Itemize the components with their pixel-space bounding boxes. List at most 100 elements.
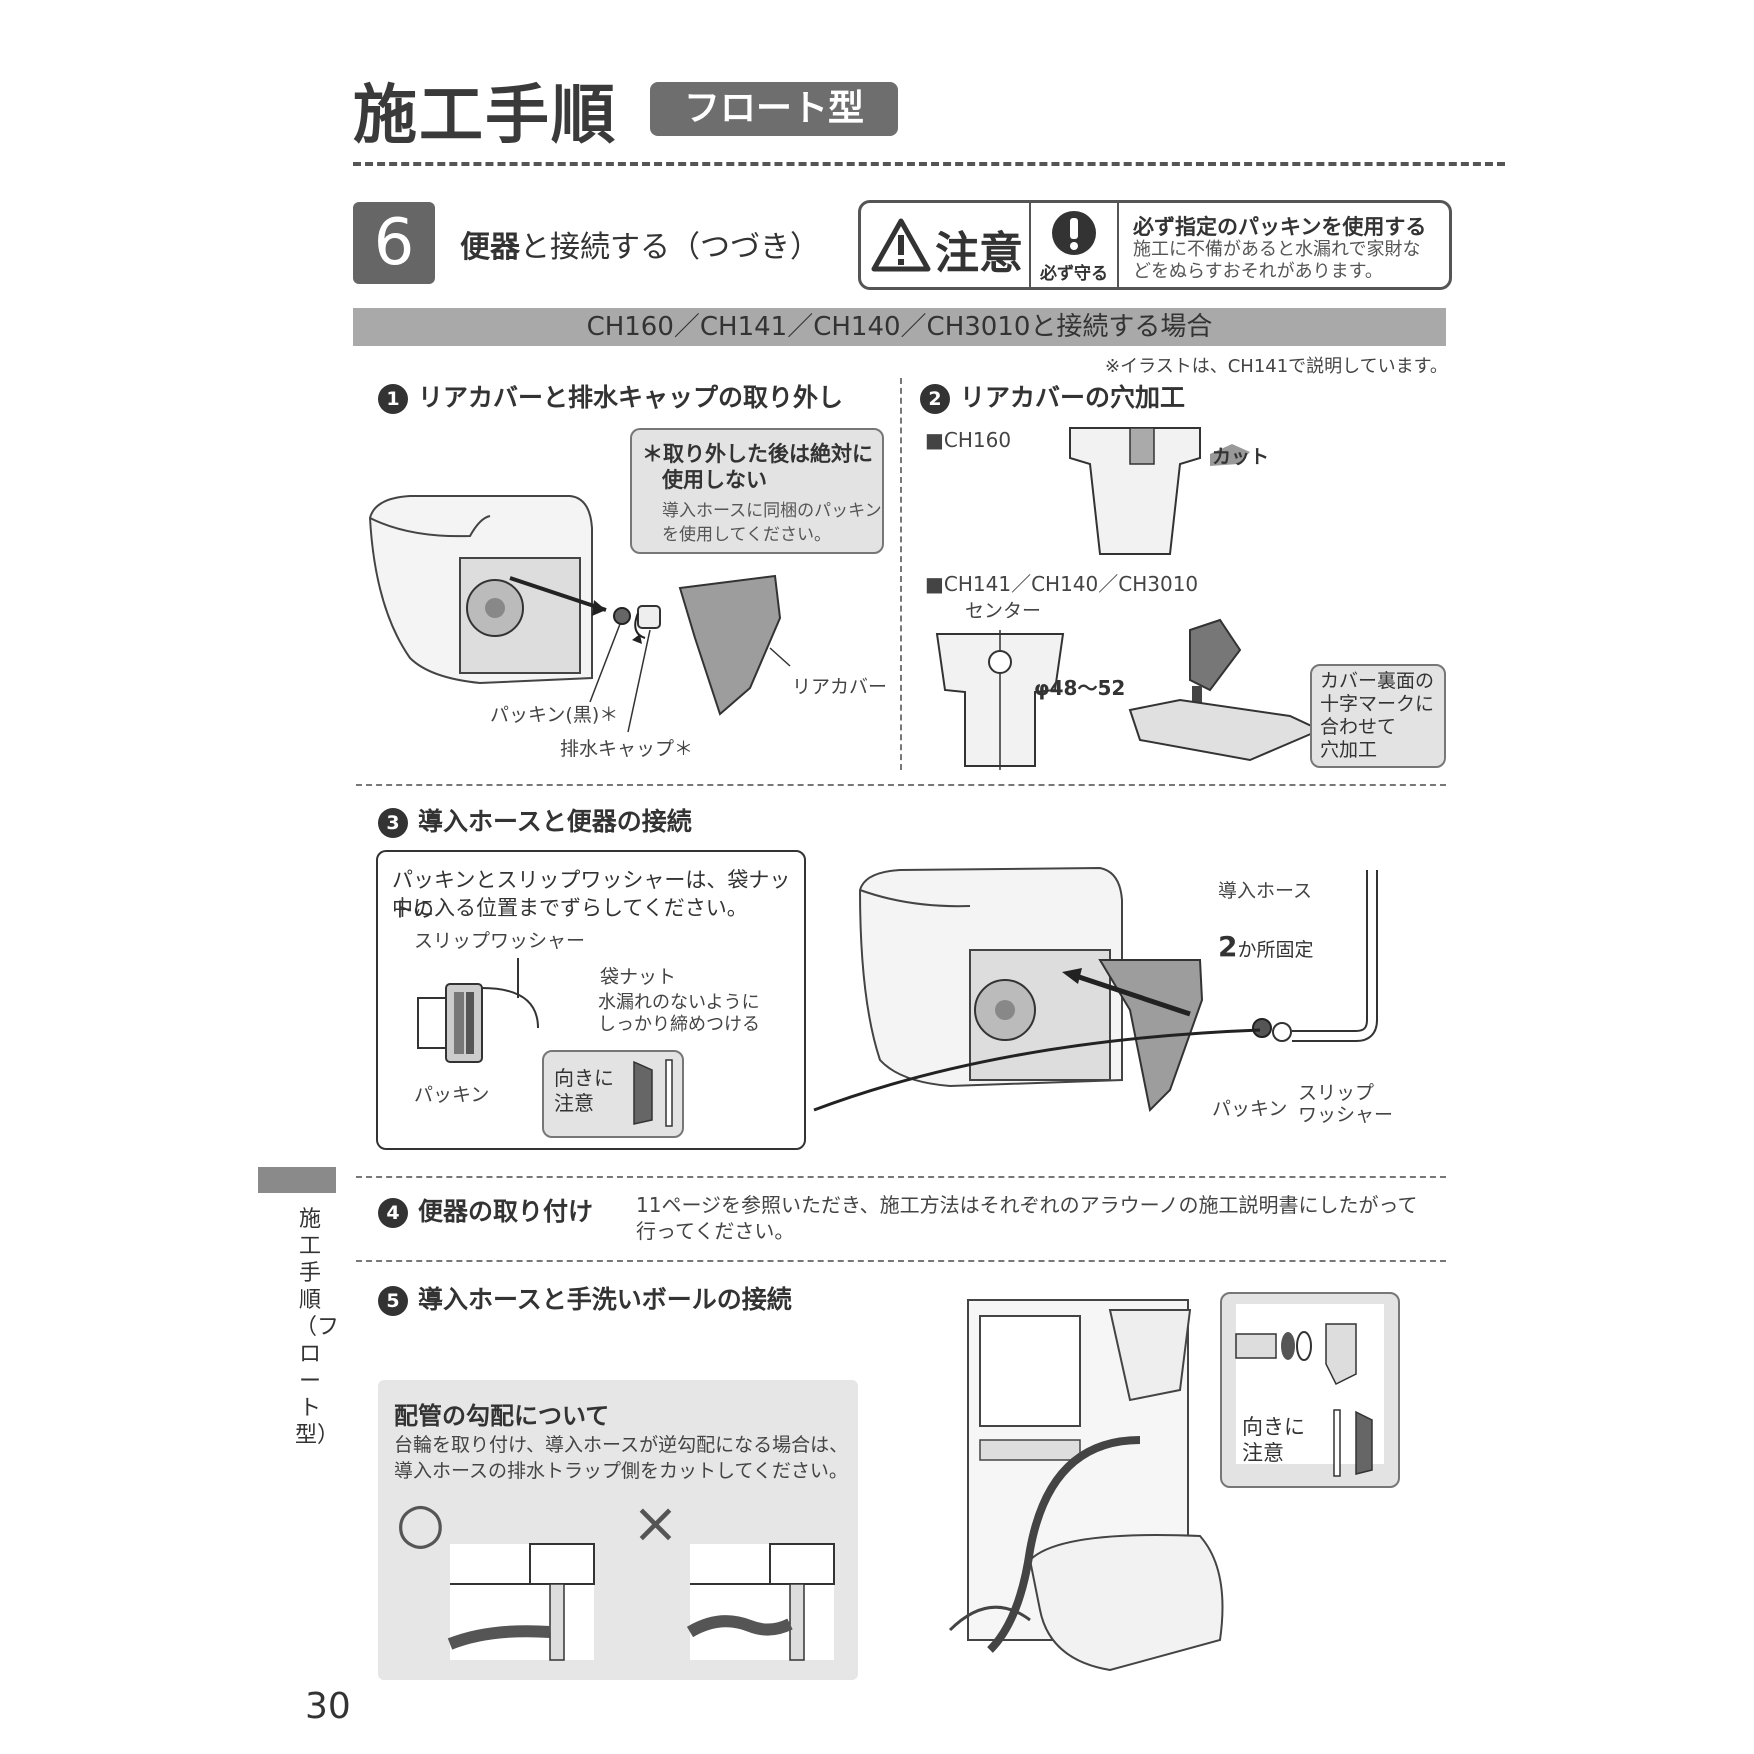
pipe-slope-title: 配管の勾配について (394, 1402, 610, 1430)
ng-mark: × (632, 1491, 679, 1556)
sub3-slip-2: ワッシャー (1298, 1104, 1394, 1126)
sub3-orient-1: 向きに (554, 1066, 614, 1090)
sub2-title: リアカバーの穴加工 (960, 383, 1186, 412)
divider-5 (356, 1260, 1446, 1262)
sub5-gasket-orientation-icon (1333, 1409, 1373, 1477)
incorrect-slope-illustration (686, 1543, 835, 1661)
sub3-two-fix-text: か所固定 (1237, 939, 1314, 961)
sub3-orient-callout: 向きに 注意 (542, 1050, 684, 1138)
step-number: 6 (353, 202, 435, 284)
sub2-model-b: ■CH141／CH140／CH3010 (925, 572, 1199, 596)
sub1-callout-body-2: を使用してください。 (662, 525, 831, 545)
header-rule (353, 162, 1505, 166)
sub1-label-cap: 排水キャップ＊ (560, 738, 694, 760)
sub5-orient-2: 注意 (1242, 1441, 1284, 1465)
sub3-box-text-2: 中に入る位置までずらしてください。 (392, 896, 748, 920)
sub1-title: リアカバーと排水キャップの取り外し (418, 383, 844, 412)
caution-label: 注意 (935, 228, 1023, 279)
must-label: 必ず守る (1040, 264, 1108, 284)
step-title-bold: 便器 (460, 230, 520, 265)
caution-label-cell: 注意 (861, 203, 1031, 287)
sub5-orient-1: 向きに (1242, 1415, 1305, 1439)
sub3-bag-nut: 袋ナット (600, 966, 677, 988)
toilet-hose-connection-illustration (813, 866, 1378, 1113)
page-number: 30 (305, 1686, 351, 1727)
sub1-label-gasket: パッキン(黒)＊ (490, 704, 619, 726)
sub3-slip-washer: スリップワッシャー (414, 930, 586, 952)
sub3-gasket: パッキン (414, 1084, 490, 1106)
sub2-center-label: センター (965, 600, 1042, 622)
caution-headline: 必ず指定のパッキンを使用する (1133, 215, 1427, 239)
sub3-number: 3 (378, 808, 408, 838)
sub4-heading: 4 便器の取り付け (378, 1192, 593, 1228)
illustration-note: ※イラストは、CH141で説明しています。 (1105, 356, 1448, 377)
sub3-hose-label: 導入ホース (1218, 880, 1313, 902)
type-badge: フロート型 (650, 82, 898, 136)
step-title-rest: と接続する（つづき） (520, 230, 820, 265)
step-title: 便器と接続する（つづき） (460, 222, 820, 266)
section-bar: CH160／CH141／CH140／CH3010と接続する場合 (353, 308, 1446, 346)
sub3-orient-2: 注意 (554, 1091, 594, 1115)
sub4-text-1: 11ページを参照いただき、施工方法はそれぞれのアラウーノの施工説明書にしたがって (636, 1193, 1418, 1217)
sub1-label-cover: リアカバー (792, 676, 888, 698)
sub3-two-fix-num: 2 (1218, 930, 1238, 963)
sub2-callout: カバー裏面の 十字マークに 合わせて 穴加工 (1310, 664, 1446, 768)
sub2-callout-2: 十字マークに (1320, 693, 1435, 715)
sub1-number: 1 (378, 384, 408, 414)
caution-body: 施工に不備があると水漏れで家財などをぬらすおそれがあります。 (1133, 239, 1421, 282)
page-title: 施工手順 (353, 79, 617, 153)
sub5-heading: 5 導入ホースと手洗いボールの接続 (378, 1280, 792, 1316)
sub3-tighten-2: しっかり締めつける (598, 1014, 760, 1035)
sub2-cut-label: カット (1212, 446, 1270, 468)
sub3-two-fix: 2か所固定 (1218, 930, 1314, 963)
sub2-callout-4: 穴加工 (1320, 739, 1378, 761)
sub1-callout-title-2: 使用しない (662, 468, 767, 492)
caution-box: 注意 必ず守る 必ず指定のパッキンを使用する 施工に不備があると水漏れで家財など… (858, 200, 1452, 290)
nut-cross-section-illustration (417, 958, 539, 1063)
pipe-slope-text-2: 導入ホースの排水トラップ側をカットしてください。 (394, 1460, 848, 1482)
sub4-text-2: 行ってください。 (636, 1219, 795, 1243)
sub2-model-a: ■CH160 (925, 428, 1012, 452)
sub1-callout-title-1: ＊取り外した後は絶対に (642, 442, 873, 466)
sub4-number: 4 (378, 1198, 408, 1228)
sub3-slip-right: スリップ ワッシャー (1298, 1082, 1393, 1126)
cabinet-washbasin-illustration (948, 1299, 1224, 1672)
sub3-gasket-right: パッキン (1212, 1098, 1288, 1120)
sub-divider (900, 378, 902, 770)
pipe-slope-panel: 配管の勾配について 台輪を取り付け、導入ホースが逆勾配になる場合は、 導入ホース… (378, 1380, 858, 1680)
sub4-text: 11ページを参照いただき、施工方法はそれぞれのアラウーノの施工説明書にしたがって… (636, 1192, 1417, 1244)
sub2-number: 2 (920, 384, 950, 414)
sub2-diameter: φ48～52 (1034, 676, 1126, 700)
drill-illustration (1128, 618, 1323, 762)
sub1-heading: 1 リアカバーと排水キャップの取り外し (378, 378, 843, 414)
rear-cover-hole-illustration (935, 630, 1065, 770)
gasket-orientation-icon (633, 1059, 673, 1127)
side-tab-text: 施工手順（フロート型） (295, 1207, 340, 1448)
sub3-detail-box: パッキンとスリップワッシャーは、袋ナットの 中に入る位置までずらしてください。 … (376, 850, 806, 1150)
sub4-title: 便器の取り付け (418, 1197, 594, 1226)
sub3-slip-1: スリップ (1298, 1082, 1375, 1104)
ok-mark: ○ (396, 1491, 445, 1556)
pipe-slope-text-1: 台輪を取り付け、導入ホースが逆勾配になる場合は、 (394, 1434, 849, 1456)
rear-cover-ch160-illustration (1069, 427, 1250, 555)
sub2-callout-3: 合わせて (1320, 716, 1397, 738)
toilet-rear-illustration (368, 495, 791, 733)
must-cell: 必ず守る (1031, 203, 1119, 287)
correct-slope-illustration (447, 1543, 595, 1661)
sub2-callout-1: カバー裏面の (1320, 670, 1435, 692)
sub5-title: 導入ホースと手洗いボールの接続 (418, 1285, 792, 1314)
sub3-heading: 3 導入ホースと便器の接続 (378, 802, 692, 838)
warning-triangle-icon (871, 218, 931, 272)
sub3-box-text-1: パッキンとスリップワッシャーは、袋ナットの (392, 868, 791, 922)
divider-3 (356, 784, 1446, 786)
sub3-tighten-1: 水漏れのないように (598, 992, 760, 1013)
exclamation-icon (1052, 211, 1096, 255)
divider-4 (356, 1176, 1446, 1178)
sub3-title: 導入ホースと便器の接続 (418, 807, 692, 836)
sub1-callout: ＊取り外した後は絶対に 使用しない 導入ホースに同梱のパッキン を使用してくださ… (630, 428, 884, 554)
sub2-heading: 2 リアカバーの穴加工 (920, 378, 1185, 414)
sub1-callout-body-1: 導入ホースに同梱のパッキン (662, 501, 882, 521)
sub5-orient-panel: 向きに 注意 (1220, 1292, 1400, 1488)
side-tab-marker (258, 1167, 336, 1193)
sub5-number: 5 (378, 1286, 408, 1316)
